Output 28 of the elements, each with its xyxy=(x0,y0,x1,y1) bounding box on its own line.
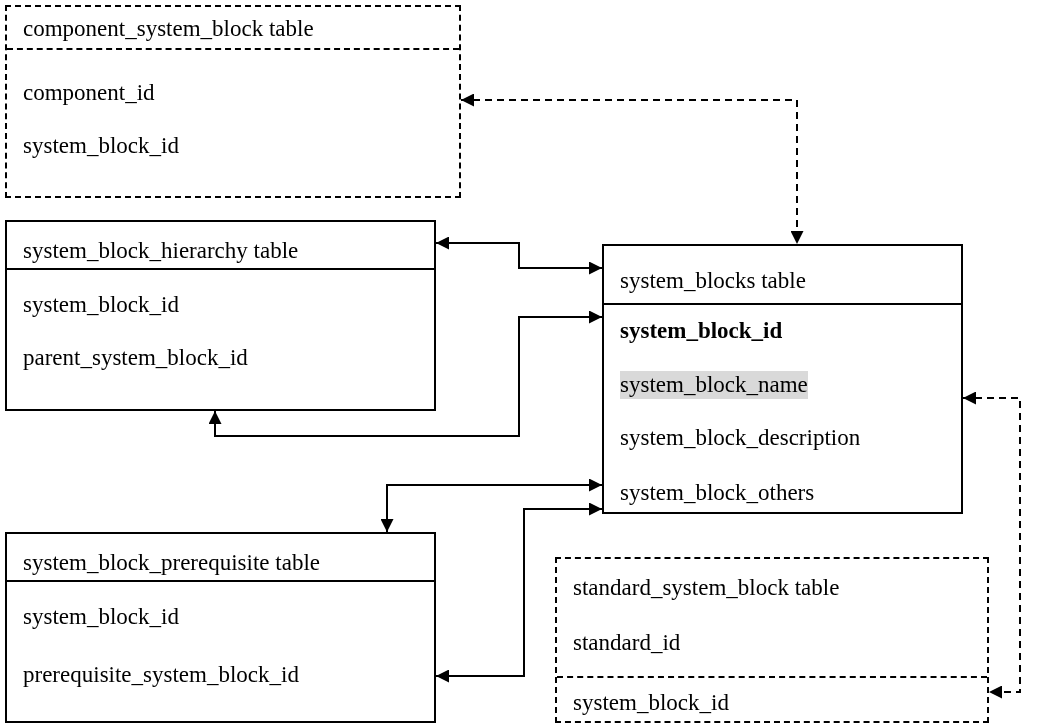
arrow xyxy=(962,391,1021,699)
field-name: system_block_id xyxy=(620,317,783,345)
table-box xyxy=(5,532,436,723)
table-box xyxy=(5,220,436,411)
field-name: system_block_others xyxy=(620,479,815,507)
arrow xyxy=(435,236,603,275)
table-title: system_blocks table xyxy=(620,267,806,295)
table-box xyxy=(555,557,989,723)
field-name: system_block_id xyxy=(23,291,179,319)
table-title: standard_system_block table xyxy=(573,574,840,602)
field-name: component_id xyxy=(23,79,155,107)
arrow xyxy=(208,310,603,437)
field-name: parent_system_block_id xyxy=(23,344,248,372)
table-title: system_block_prerequisite table xyxy=(23,549,320,577)
field-name: standard_id xyxy=(573,629,681,657)
table-title: component_system_block table xyxy=(23,15,314,43)
field-name: system_block_id xyxy=(573,689,729,717)
field-name: system_block_name xyxy=(620,371,808,399)
arrow xyxy=(435,502,603,683)
arrow xyxy=(460,93,804,245)
field-name: system_block_description xyxy=(620,424,861,452)
table-box xyxy=(5,5,461,198)
arrow xyxy=(380,478,603,533)
table-title: system_block_hierarchy table xyxy=(23,237,299,265)
field-name: prerequisite_system_block_id xyxy=(23,661,299,689)
table-box xyxy=(602,244,963,514)
field-name: system_block_id xyxy=(23,603,179,631)
field-name: system_block_id xyxy=(23,132,179,160)
